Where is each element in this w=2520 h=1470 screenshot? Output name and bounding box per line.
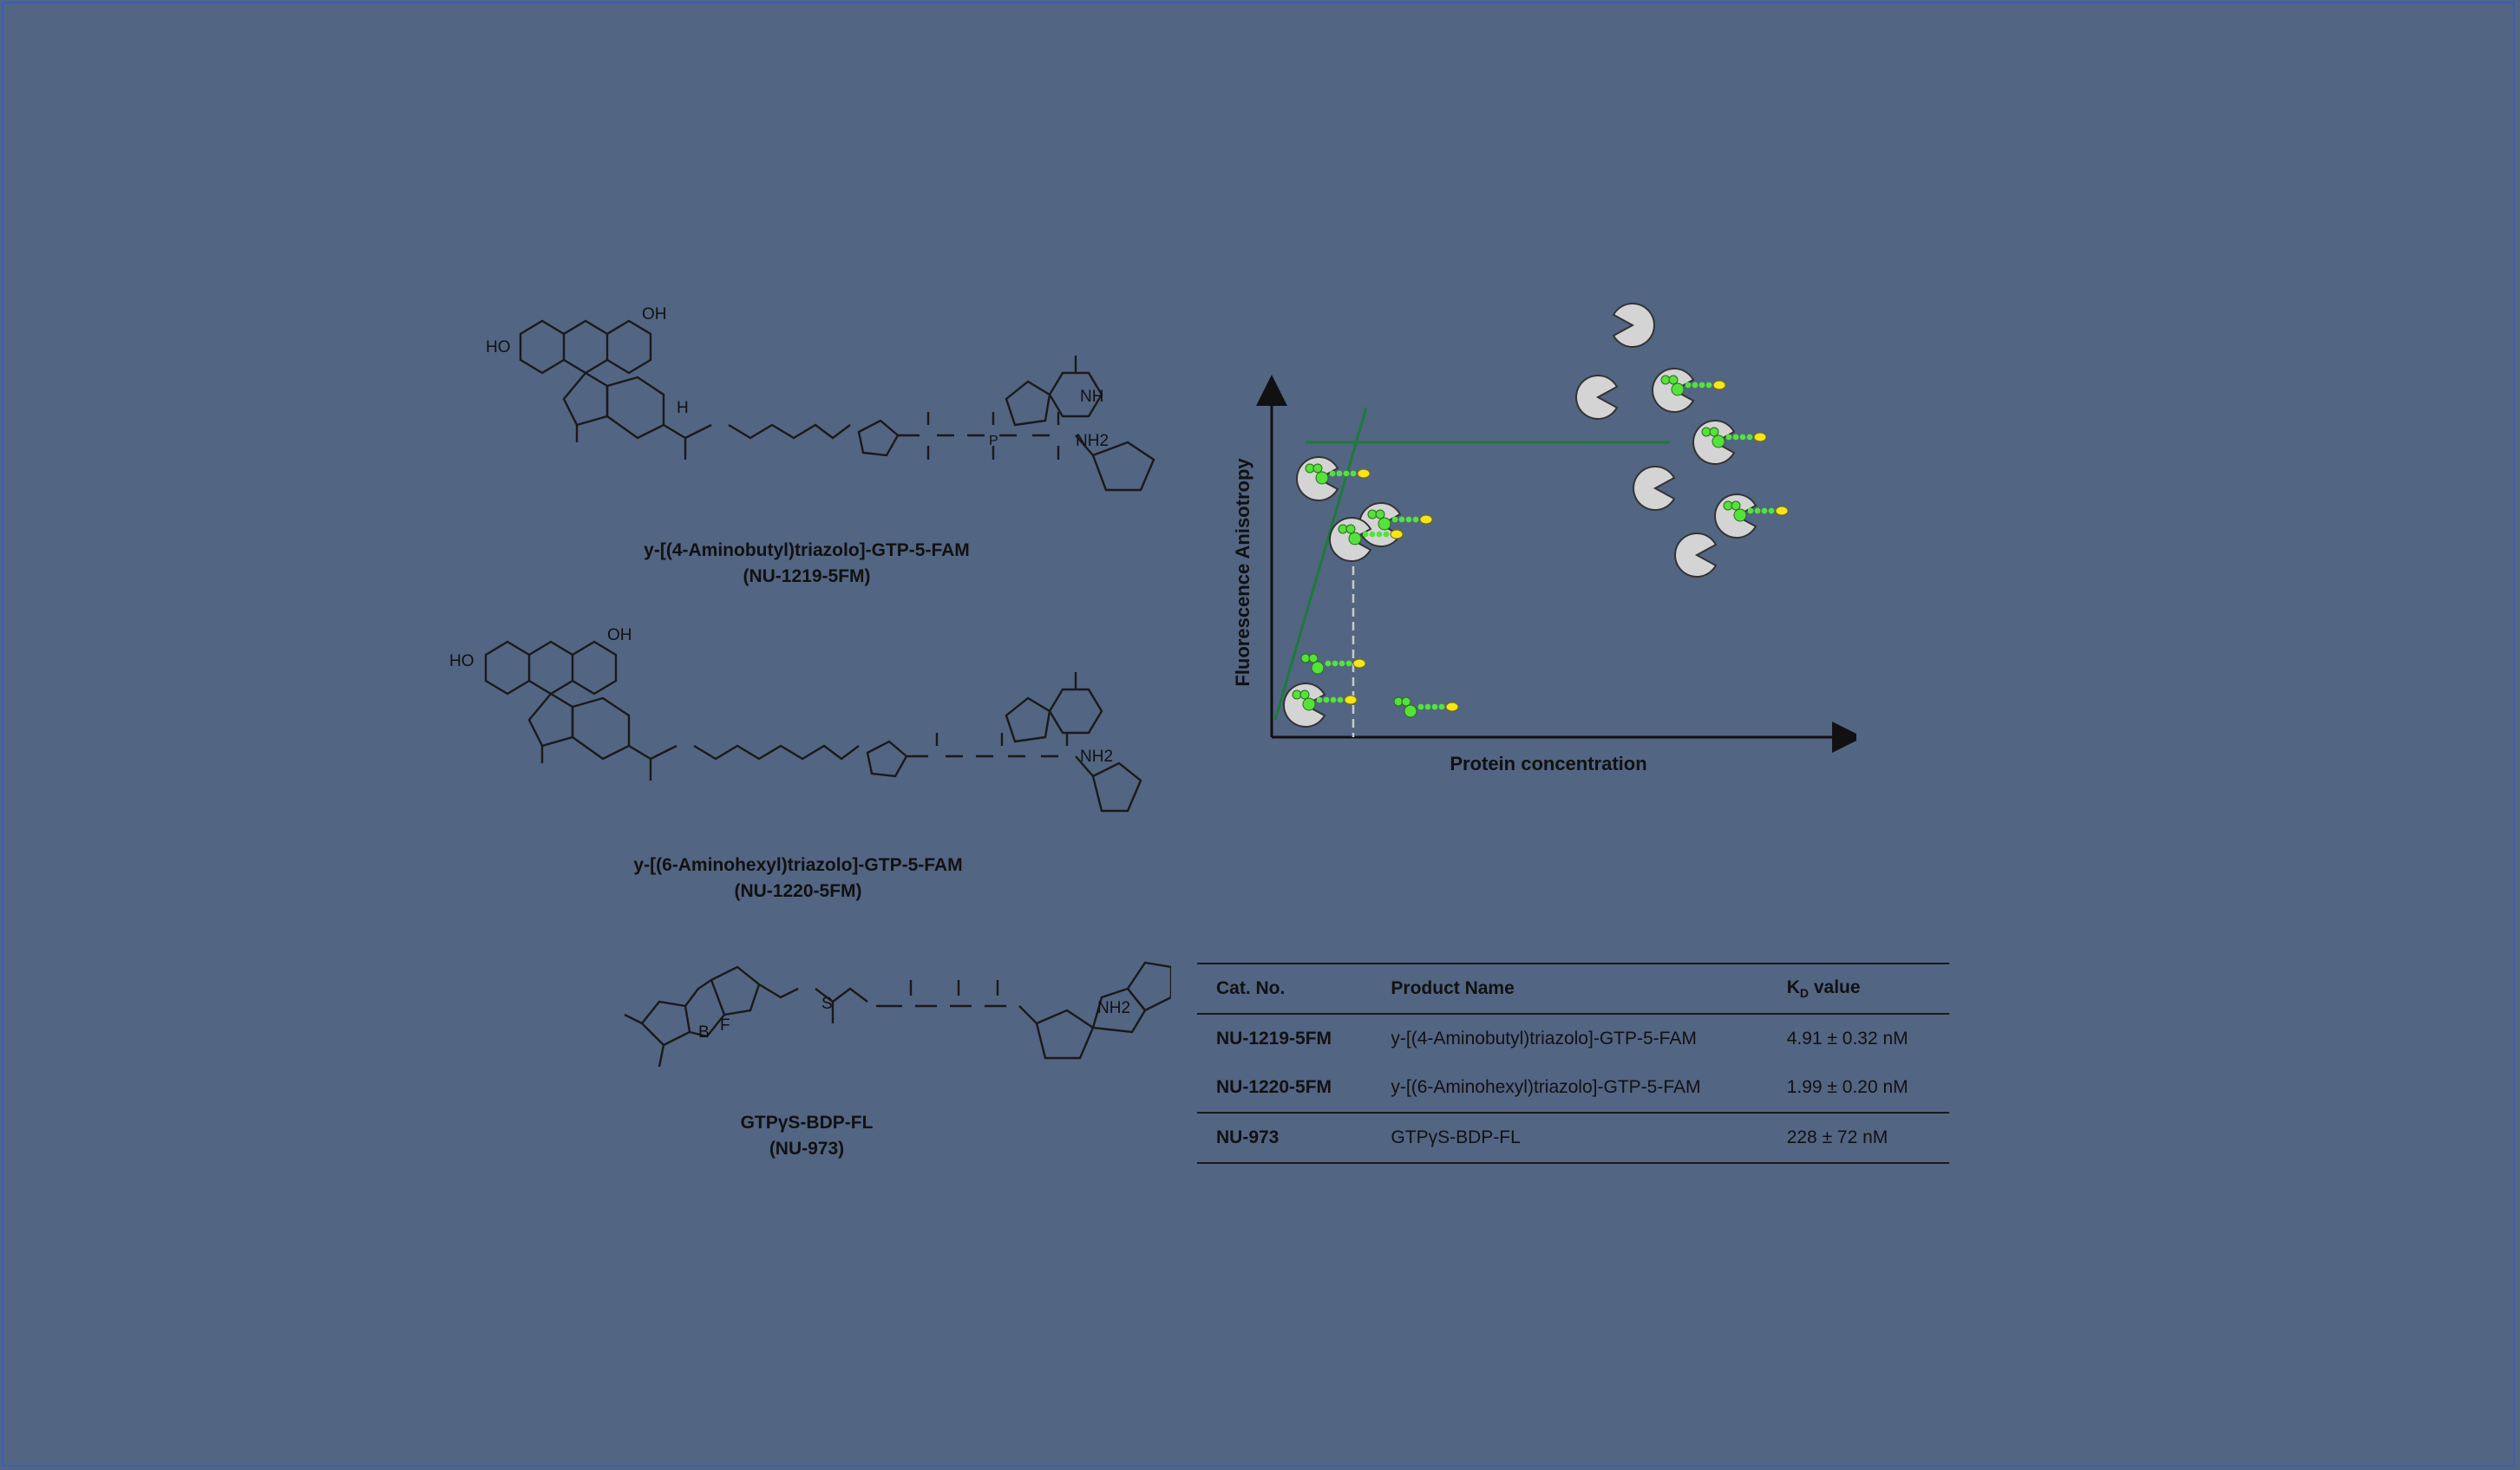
cell-product-name: y-[(4-Aminobutyl)triazolo]-GTP-5-FAM bbox=[1391, 1029, 1697, 1049]
guanine-base-1 bbox=[1005, 356, 1103, 427]
binding-slope-line bbox=[1273, 407, 1368, 721]
caption-nu-1219-5fm: y-[(4-Aminobutyl)triazolo]-GTP-5-FAM (NU… bbox=[538, 538, 1076, 590]
ligand-icon bbox=[1300, 653, 1366, 675]
cell-cat-no: NU-1219-5FM bbox=[1216, 1029, 1332, 1049]
table-row: NU-1219-5FM y-[(4-Aminobutyl)triazolo]-G… bbox=[1197, 1014, 1949, 1063]
atom-label-nh2-1: NH2 bbox=[1076, 432, 1109, 450]
ligand-icon bbox=[1660, 375, 1726, 396]
atom-label-s: S bbox=[821, 995, 833, 1013]
atom-p: P bbox=[989, 434, 998, 448]
protein-icon bbox=[1575, 375, 1619, 420]
protein-icon bbox=[1612, 303, 1655, 348]
ligand-icon bbox=[1338, 524, 1404, 546]
x-axis-label: Protein concentration bbox=[1450, 753, 1646, 774]
structure-nu-1219-5fm: P bbox=[519, 319, 1155, 492]
atom-label-f: F bbox=[720, 1016, 730, 1035]
ligand-icon bbox=[1701, 427, 1767, 448]
cell-kd-value: 228 ± 72 nM bbox=[1767, 1113, 1949, 1164]
atom-label-ho-2: HO bbox=[449, 652, 475, 670]
cell-product-name: y-[(6-Aminohexyl)triazolo]-GTP-5-FAM bbox=[1371, 1063, 1768, 1114]
atom-label-oh-1: OH bbox=[642, 305, 667, 323]
atom-label-oh-2: OH bbox=[607, 626, 632, 644]
compound-name: GTPγS-BDP-FL bbox=[740, 1113, 874, 1133]
y-axis-label: Fluorescence Anisotropy bbox=[1232, 458, 1253, 687]
caption-nu-1220-5fm: y-[(6-Aminohexyl)triazolo]-GTP-5-FAM (NU… bbox=[529, 853, 1067, 905]
guanine-base-2 bbox=[1005, 672, 1103, 743]
structure-nu-973 bbox=[624, 961, 1171, 1068]
compound-code: (NU-973) bbox=[769, 1139, 845, 1159]
atom-label-nh-1: NH bbox=[1080, 388, 1104, 406]
header-product-name: Product Name bbox=[1371, 963, 1768, 1015]
protein-icon bbox=[1674, 532, 1718, 578]
ligand-icon bbox=[1723, 500, 1789, 522]
header-kd-value: KD value bbox=[1767, 963, 1949, 1015]
caption-nu-973: GTPγS-BDP-FL (NU-973) bbox=[677, 1110, 937, 1162]
kd-table: Cat. No. Product Name KD value NU-1219-5… bbox=[1197, 963, 1949, 1164]
atom-label-h-1: H bbox=[677, 399, 689, 417]
ligand-icon bbox=[1292, 689, 1358, 711]
ligand-icon bbox=[1393, 696, 1459, 718]
compound-code: (NU-1219-5FM) bbox=[743, 566, 871, 586]
atom-label-nh2-2: NH2 bbox=[1080, 748, 1114, 766]
header-cat-no: Cat. No. bbox=[1197, 963, 1372, 1015]
table-header-row: Cat. No. Product Name KD value bbox=[1197, 963, 1949, 1015]
cell-cat-no: NU-973 bbox=[1197, 1113, 1372, 1164]
atom-label-nh2-3: NH2 bbox=[1097, 999, 1131, 1017]
cell-product-name: GTPγS-BDP-FL bbox=[1371, 1113, 1768, 1164]
structure-nu-1220-5fm bbox=[484, 640, 1142, 813]
binding-diagram: Fluorescence Anisotropy Protein concentr… bbox=[1232, 303, 1856, 774]
table-row: NU-973 GTPγS-BDP-FL 228 ± 72 nM bbox=[1197, 1113, 1949, 1164]
cell-cat-no: NU-1220-5FM bbox=[1197, 1063, 1372, 1114]
atom-label-b: B bbox=[698, 1023, 710, 1042]
compound-name: y-[(4-Aminobutyl)triazolo]-GTP-5-FAM bbox=[644, 540, 970, 560]
compound-name: y-[(6-Aminohexyl)triazolo]-GTP-5-FAM bbox=[633, 855, 963, 875]
table-row: NU-1220-5FM y-[(6-Aminohexyl)triazolo]-G… bbox=[1197, 1063, 1949, 1114]
atom-label-ho-1: HO bbox=[486, 338, 511, 356]
cell-kd-value: 4.91 ± 0.32 nM bbox=[1786, 1029, 1908, 1049]
cell-kd-value: 1.99 ± 0.20 nM bbox=[1767, 1063, 1949, 1114]
ligand-icon bbox=[1367, 509, 1433, 531]
ligand-icon bbox=[1305, 463, 1371, 485]
protein-icon bbox=[1633, 466, 1676, 511]
compound-code: (NU-1220-5FM) bbox=[734, 881, 862, 901]
